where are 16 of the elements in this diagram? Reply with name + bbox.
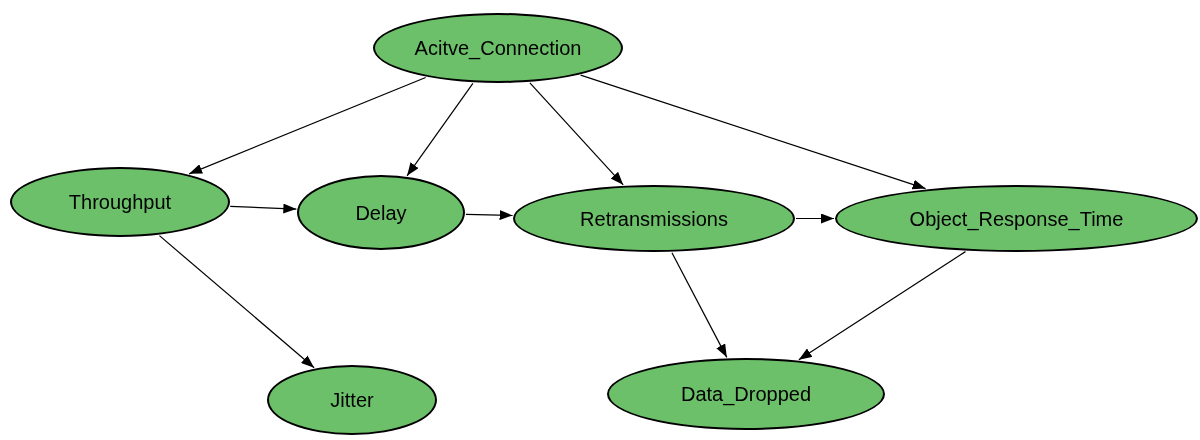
ellipse-node: Object_Response_Time: [835, 185, 1198, 252]
ellipse-node: Delay: [297, 175, 465, 250]
arrow: [798, 251, 967, 361]
ellipse-node: Acitve_Connection: [373, 13, 623, 83]
arrow: [580, 74, 927, 190]
arrow: [406, 82, 474, 177]
ellipse-node: Jitter: [267, 365, 437, 435]
arrow: [465, 210, 514, 221]
arrow: [671, 252, 728, 358]
ellipse-node: Data_Dropped: [607, 358, 885, 430]
ellipse-node: Throughput: [10, 167, 230, 237]
ellipse-node: Retransmissions: [513, 185, 795, 252]
arrow: [229, 203, 297, 214]
arrow: [795, 213, 835, 224]
arrow: [188, 76, 427, 175]
arrow: [529, 82, 624, 186]
